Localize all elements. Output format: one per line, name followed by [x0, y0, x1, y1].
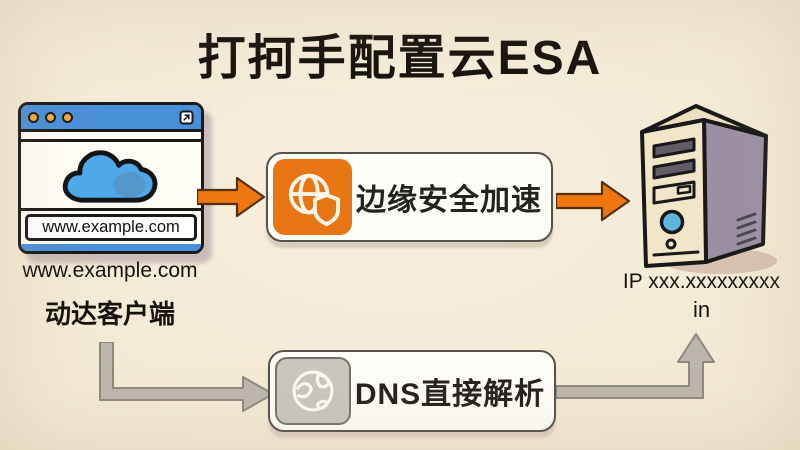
window-dot	[62, 111, 73, 123]
diagram-title: 打抲手配置云ESA	[197, 32, 603, 85]
dns-node-label: DNS直接解析	[354, 378, 546, 411]
browser-toolbar	[21, 132, 201, 142]
browser-content	[21, 142, 201, 208]
browser-bottom-frame	[21, 243, 201, 251]
arrow-dns-to-server-icon	[556, 333, 715, 399]
globe-icon	[275, 357, 351, 425]
arrow-browser-to-esa-icon	[197, 176, 266, 218]
browser-url-label: www.example.com	[22, 259, 198, 282]
window-dot	[45, 111, 56, 123]
browser-window: www.example.com	[18, 102, 204, 254]
esa-node-label: 边缘安全加速	[356, 184, 542, 217]
window-dot	[28, 111, 39, 123]
globe-shield-icon	[273, 159, 352, 235]
server-ip-label: IP xxx.xxxxxxxxx	[622, 270, 781, 293]
server-note-label: in	[692, 297, 711, 322]
server-icon	[640, 104, 777, 274]
arrow-client-to-dns-icon	[99, 342, 274, 412]
address-bar[interactable]: www.example.com	[25, 214, 197, 241]
address-bar-area: www.example.com	[21, 208, 201, 244]
dns-node: DNS直接解析	[268, 350, 556, 432]
esa-node: 边缘安全加速	[266, 152, 553, 242]
cloud-icon	[62, 150, 158, 203]
browser-titlebar	[21, 105, 201, 132]
client-label: 动达客户端	[44, 299, 175, 329]
external-link-icon	[179, 110, 194, 124]
arrow-esa-to-server-icon	[556, 180, 631, 222]
